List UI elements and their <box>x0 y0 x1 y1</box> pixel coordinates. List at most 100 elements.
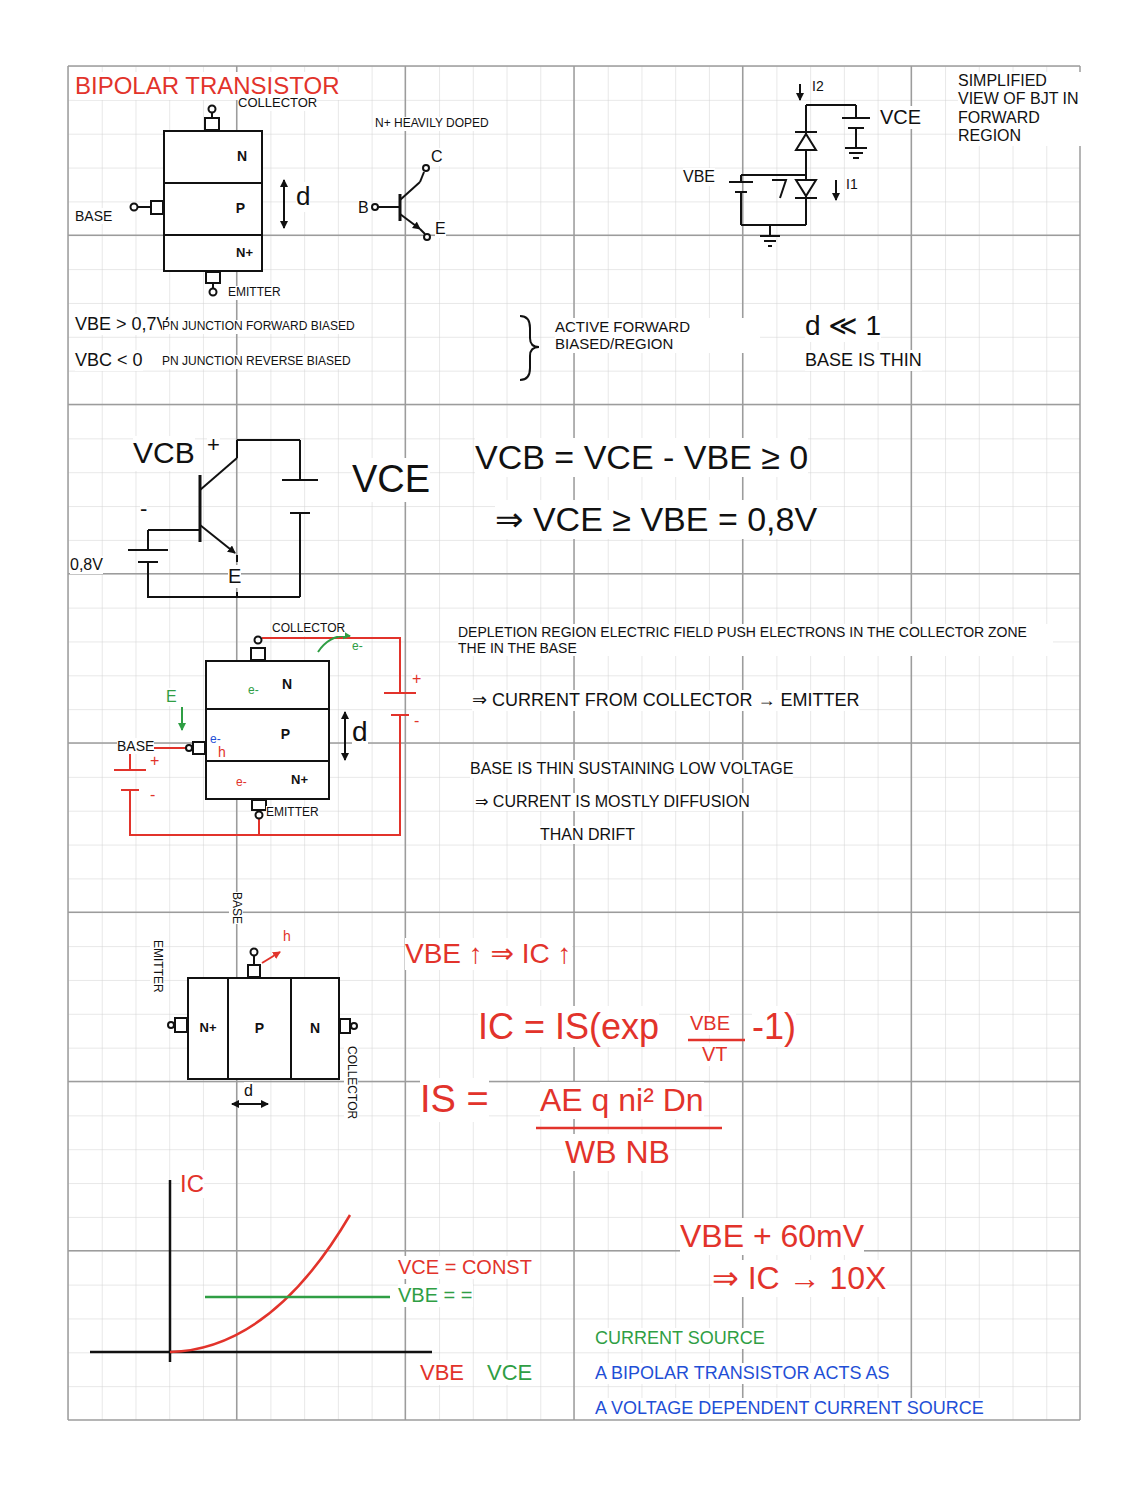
equivalent-circuit <box>796 134 816 150</box>
layer-label: N+ <box>200 1021 217 1035</box>
semiconductor-layer: N+ <box>205 760 330 800</box>
transistor-symbol <box>378 206 400 208</box>
handwritten-note: THAN DRIFT <box>540 826 635 844</box>
handwritten-note: EMITTER <box>228 286 281 300</box>
handwritten-note: VBE > 0,7V <box>75 314 169 335</box>
handwritten-note: BASE IS THIN SUSTAINING LOW VOLTAGE <box>470 760 793 778</box>
handwritten-note: BASE <box>117 738 154 754</box>
handwritten-note: - <box>414 712 419 730</box>
handwritten-note: h <box>218 744 226 760</box>
equivalent-circuit <box>855 105 857 118</box>
semiconductor-layer: N+ <box>187 977 229 1080</box>
bias-circuit <box>147 562 149 597</box>
transistor-symbol <box>400 214 420 229</box>
handwritten-note: e- <box>236 776 247 790</box>
device-terminals <box>131 204 138 211</box>
bias-circuit <box>147 530 149 550</box>
bias-circuit <box>299 440 301 480</box>
layer-label: N <box>282 677 292 692</box>
bias-circuit <box>299 513 301 597</box>
layer-label: N+ <box>291 773 308 787</box>
bias-loop <box>384 692 416 694</box>
layer-label: P <box>255 1021 264 1036</box>
handwritten-note: 0,8V <box>70 556 103 574</box>
handwritten-note: PN JUNCTION REVERSE BIASED <box>162 355 351 369</box>
equivalent-circuit <box>796 180 816 196</box>
handwritten-note: ⇒ CURRENT FROM COLLECTOR → EMITTER <box>472 690 859 711</box>
carrier-arrows <box>232 1103 268 1105</box>
bias-circuit <box>200 525 235 553</box>
device-terminals <box>251 648 265 660</box>
fraction-bar <box>536 1127 722 1130</box>
handwritten-note: d <box>352 716 368 748</box>
handwritten-note: SIMPLIFIED VIEW OF BJT IN FORWARD REGION <box>958 72 1083 146</box>
device-terminals <box>253 956 255 965</box>
handwritten-note: VCB <box>133 436 195 471</box>
equivalent-circuit <box>853 157 859 159</box>
bias-circuit <box>199 475 202 542</box>
handwritten-note: VCE <box>880 106 921 129</box>
semiconductor-layer: N+ <box>163 234 263 272</box>
equivalent-circuit <box>849 152 863 154</box>
bias-circuit <box>236 555 238 562</box>
handwritten-note: BASE <box>229 892 243 924</box>
dimension-arrow <box>283 180 285 228</box>
characteristic-chart <box>90 1180 432 1362</box>
handwritten-note: VCE <box>487 1360 532 1385</box>
grid-paper <box>68 65 1080 67</box>
layer-label: P <box>236 201 245 216</box>
device-terminals <box>138 206 151 208</box>
bias-loop <box>258 818 260 835</box>
grid-paper <box>68 1250 1080 1252</box>
semiconductor-layer: N <box>163 130 263 184</box>
handwritten-note: h <box>283 928 291 944</box>
device-terminals <box>151 201 163 214</box>
grid-paper <box>68 404 1080 406</box>
transistor-symbol <box>400 182 420 200</box>
transistor-symbol <box>420 229 425 234</box>
carrier-arrows <box>262 952 280 963</box>
equivalent-circuit <box>768 245 772 247</box>
handwritten-note: BASE IS THIN <box>805 350 922 371</box>
carrier-arrows <box>344 712 346 760</box>
equivalent-circuit <box>769 225 771 236</box>
equivalent-circuit <box>795 131 817 133</box>
grid-paper <box>68 66 1080 1420</box>
characteristic-chart <box>90 1351 432 1354</box>
handwritten-note: EMITTER <box>150 940 164 993</box>
transistor-symbol <box>420 172 424 182</box>
bias-circuit <box>200 458 237 490</box>
bias-circuit <box>148 529 200 531</box>
handwritten-note: ⇒ IC → 10X <box>712 1260 886 1297</box>
handwritten-note: + <box>150 752 159 770</box>
handwritten-note: I2 <box>812 78 824 94</box>
bias-circuit <box>147 596 300 598</box>
handwritten-note: E <box>166 688 177 706</box>
device-terminals <box>251 949 258 956</box>
device-terminals <box>175 1018 187 1032</box>
handwritten-note: + <box>207 432 220 457</box>
handwritten-note: VBE <box>690 1012 730 1035</box>
handwritten-note: IS = <box>420 1078 489 1122</box>
handwritten-note: ⇒ VCE ≥ VBE = 0,8V <box>495 500 817 539</box>
equivalent-circuit <box>764 240 776 242</box>
device-terminals <box>252 800 266 810</box>
handwritten-note: VBE = = <box>398 1284 473 1307</box>
handwritten-note: N+ HEAVILY DOPED <box>375 117 489 131</box>
device-terminals <box>205 118 219 130</box>
equivalent-circuit <box>729 181 753 183</box>
handwritten-note: VBC < 0 <box>75 350 143 371</box>
equivalent-circuit <box>845 147 867 149</box>
handwritten-note: COLLECTOR <box>272 622 345 636</box>
handwritten-note: A VOLTAGE DEPENDENT CURRENT SOURCE <box>595 1398 984 1419</box>
handwritten-note: d <box>244 1082 253 1100</box>
handwritten-note: WB NB <box>565 1134 670 1171</box>
equivalent-circuit <box>835 180 837 200</box>
handwritten-note: E <box>435 220 446 238</box>
handwritten-note: -1) <box>752 1006 796 1047</box>
characteristic-chart <box>169 1180 172 1362</box>
equivalent-circuit <box>729 84 870 246</box>
equivalent-circuit <box>740 175 742 182</box>
handwritten-note: + <box>412 670 421 688</box>
handwritten-note: DEPLETION REGION ELECTRIC FIELD PUSH ELE… <box>458 624 1053 656</box>
